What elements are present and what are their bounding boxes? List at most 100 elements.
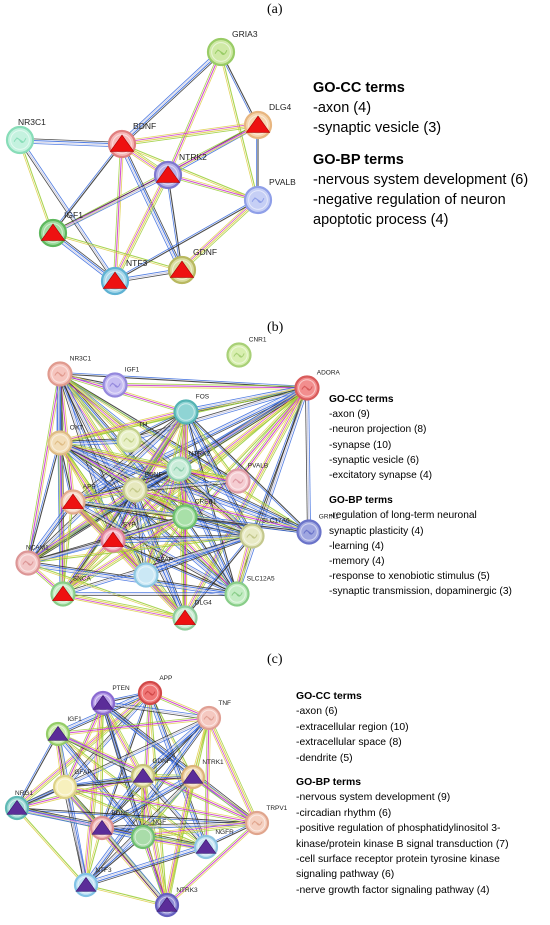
cc-heading: GO-CC terms: [329, 394, 394, 405]
network-edge: [16, 807, 258, 824]
network-edge: [64, 692, 151, 788]
network-edge: [185, 411, 239, 482]
network-node: NRG1: [4, 790, 33, 821]
protein-structure-icon: [123, 437, 135, 443]
network-edge: [27, 534, 252, 562]
network-edge: [177, 469, 252, 538]
network-edge: [121, 51, 222, 145]
network-edge: [114, 143, 123, 282]
cc-term: -axon (9): [329, 409, 370, 421]
node-label: NTRK2: [189, 451, 211, 458]
node-label: OXT: [70, 425, 83, 432]
network-edge: [85, 884, 168, 906]
network-edge: [73, 500, 238, 593]
network-edge: [146, 693, 204, 849]
network-node: GDNF: [130, 758, 171, 789]
node-label: CREB1: [195, 499, 217, 506]
cc-term: -synaptic vesicle (6): [329, 454, 420, 466]
network-node: BDNF: [107, 121, 156, 159]
network-edge: [142, 775, 207, 848]
network-edge: [72, 503, 237, 596]
node-label: SLC17A6: [262, 518, 290, 525]
network-edge: [101, 692, 151, 829]
network-edge: [167, 51, 222, 176]
panel-b-terms: GO-CC terms -axon (9) -neuron projection…: [329, 392, 512, 600]
network-edge: [58, 443, 237, 596]
network-edge: [59, 442, 238, 595]
network-edge: [71, 502, 185, 620]
network-edge: [84, 843, 206, 883]
network-edge: [16, 774, 143, 807]
network-edge: [114, 384, 308, 389]
node-label: IGF1: [67, 716, 82, 723]
network-edge: [169, 52, 223, 176]
network-node: IGF1: [102, 367, 140, 398]
triangle-marker-icon: [245, 115, 271, 133]
network-edge: [17, 693, 152, 810]
network-edge: [59, 442, 186, 518]
network-edge: [236, 387, 308, 595]
node-label: BDNF: [111, 810, 129, 817]
network-node: FOS: [173, 394, 210, 425]
network-edge: [167, 823, 259, 907]
network-edge: [114, 174, 169, 282]
network-node: NTRK3: [154, 887, 198, 918]
network-edge: [26, 487, 134, 561]
network-edge: [120, 50, 221, 144]
node-label: PTEN: [112, 685, 130, 692]
network-edge: [142, 467, 177, 575]
network-edge: [71, 384, 306, 500]
network-edge: [113, 143, 121, 281]
network-edge: [52, 143, 123, 234]
network-edge: [204, 717, 208, 847]
network-edge: [134, 479, 238, 489]
network-edge: [64, 775, 193, 786]
network-node: PVALB: [243, 177, 296, 215]
network-edge: [166, 51, 220, 175]
network-edge: [134, 489, 310, 533]
network-edge: [178, 470, 309, 534]
bp-heading: GO-BP terms: [329, 495, 393, 507]
network-edge: [64, 786, 258, 824]
network-node: NTRK1: [180, 759, 224, 790]
bp-term: -memory (4): [329, 556, 385, 568]
network-node: BDNF: [89, 810, 129, 841]
network-edge: [144, 468, 178, 575]
network-edge: [64, 788, 257, 825]
network-edge: [28, 412, 188, 565]
network-node: CNR1: [226, 337, 267, 368]
network-edge: [143, 824, 258, 839]
network-edge: [175, 470, 235, 596]
network-edge: [27, 562, 238, 595]
node-label: NTRK2: [179, 152, 207, 162]
node-label: CNR1: [249, 337, 267, 344]
node-label: SYP: [123, 522, 136, 529]
cc-term: -neuron projection (8): [329, 424, 427, 436]
network-node: TNF: [196, 700, 231, 731]
protein-structure-icon: [231, 591, 243, 597]
network-edge: [102, 824, 258, 830]
network-edge: [16, 716, 209, 807]
network-edge: [58, 444, 185, 519]
triangle-marker-icon: [109, 134, 135, 152]
protein-structure-icon: [251, 197, 265, 203]
network-edge: [167, 174, 259, 201]
panel-a-terms: GO-CC terms -axon (4) -synaptic vesicle …: [313, 78, 528, 230]
network-edge: [177, 469, 184, 619]
network-edge: [115, 383, 308, 387]
network-edge: [62, 534, 252, 593]
network-node: NGFR: [193, 829, 234, 860]
bp-term: -regulation of long-term neuronal: [329, 510, 477, 522]
network-edge: [121, 143, 259, 201]
triangle-marker-icon: [132, 767, 154, 783]
network-edge: [85, 846, 207, 886]
triangle-marker-icon: [62, 493, 84, 509]
network-edge: [148, 693, 205, 848]
network-edge: [27, 539, 114, 564]
network-edge: [14, 690, 149, 807]
panel-c-edges: [14, 689, 259, 908]
network-edge: [102, 704, 209, 720]
node-label: APP: [159, 675, 172, 682]
bp-term: apoptotic process (4): [313, 212, 449, 228]
network-edge: [17, 719, 210, 810]
